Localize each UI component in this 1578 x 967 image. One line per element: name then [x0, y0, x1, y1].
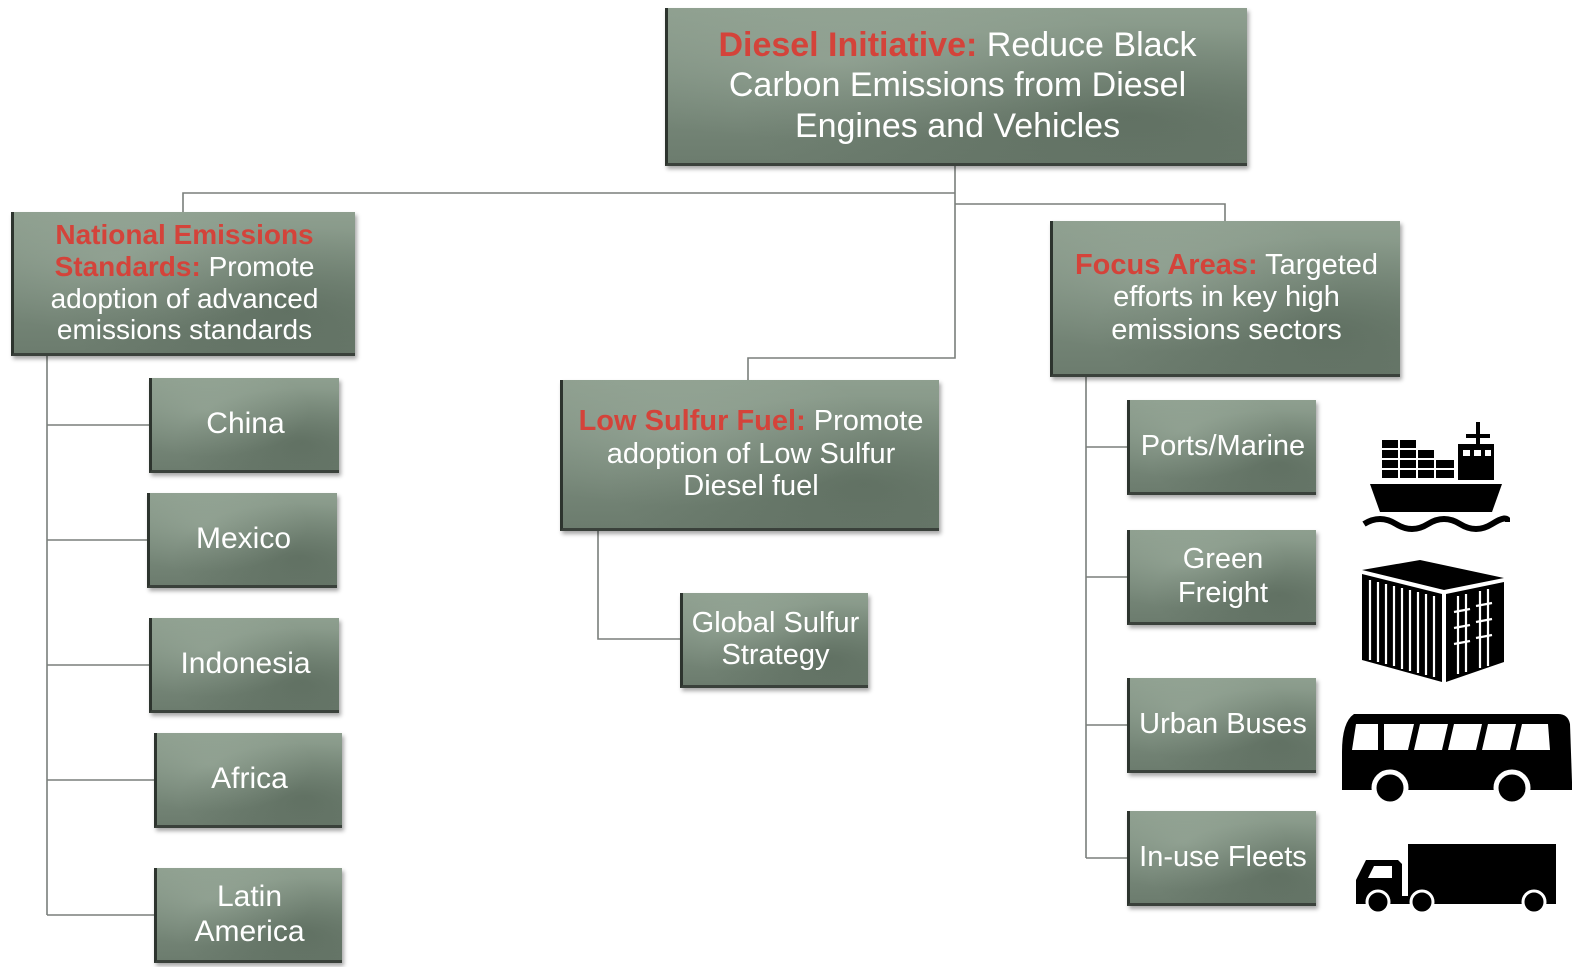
cargo-ship-icon — [1362, 422, 1510, 532]
root-node-highlight: Diesel Initiative: — [718, 26, 978, 65]
truck-icon — [1356, 844, 1556, 915]
low-sulfur-fuel-description: Promote adoption of Low Sulfur Diesel fu… — [606, 405, 924, 503]
node-green-freight-label: Green Freight — [1177, 542, 1269, 609]
focus-areas-description: Targeted efforts in key high emissions s… — [1111, 248, 1379, 346]
node-ports-marine: Ports/Marine — [1127, 400, 1316, 495]
node-urban-buses-label: Urban Buses — [1139, 707, 1307, 740]
node-urban-buses: Urban Buses — [1127, 678, 1316, 773]
connector-root-national — [182, 192, 955, 214]
bus-icon — [1342, 714, 1572, 807]
national-standards-text: National Emissions Standards: Promote ad… — [18, 219, 351, 347]
node-china-label: China — [206, 407, 285, 441]
root-node: Diesel Initiative: Reduce Black Carbon E… — [665, 8, 1247, 166]
node-green-freight: Green Freight — [1127, 530, 1316, 625]
node-ports-marine-label: Ports/Marine — [1140, 429, 1306, 462]
focus-areas-highlight: Focus Areas: — [1074, 248, 1258, 281]
root-node-text: Diesel Initiative: Reduce Black Carbon E… — [672, 25, 1243, 145]
node-in-use-fleets: In-use Fleets — [1127, 811, 1316, 906]
node-latin-america: Latin America — [154, 868, 342, 963]
node-global-sulfur-strategy-label: Global Sulfur Strategy — [691, 606, 860, 671]
low-sulfur-fuel-text: Low Sulfur Fuel: Promote adoption of Low… — [567, 405, 935, 502]
national-standards-highlight: National Emissions Standards: — [54, 218, 314, 282]
focus-areas-text: Focus Areas: Targeted efforts in key hig… — [1057, 249, 1396, 346]
node-africa: Africa — [154, 733, 342, 828]
node-global-sulfur-strategy: Global Sulfur Strategy — [680, 593, 868, 688]
low-sulfur-fuel-node: Low Sulfur Fuel: Promote adoption of Low… — [560, 380, 939, 531]
node-latin-america-label: Latin America — [194, 879, 305, 948]
node-indonesia: Indonesia — [149, 618, 339, 713]
node-china: China — [149, 378, 339, 473]
root-node-description: Reduce Black Carbon Emissions from Diese… — [728, 26, 1197, 145]
node-mexico-label: Mexico — [195, 522, 292, 556]
connector-root-trunk — [747, 166, 956, 380]
national-standards-description: Promote adoption of advanced emissions s… — [50, 250, 319, 346]
focus-areas-node: Focus Areas: Targeted efforts in key hig… — [1050, 221, 1400, 377]
national-standards-node: National Emissions Standards: Promote ad… — [11, 212, 355, 356]
node-in-use-fleets-label: In-use Fleets — [1139, 840, 1307, 873]
connector-root-focus — [955, 203, 1226, 222]
shipping-container-icon — [1362, 560, 1504, 682]
node-indonesia-label: Indonesia — [180, 647, 311, 681]
low-sulfur-fuel-highlight: Low Sulfur Fuel: — [578, 405, 806, 438]
connector-sulfur-global — [597, 531, 681, 640]
node-mexico: Mexico — [147, 493, 337, 588]
node-africa-label: Africa — [211, 762, 288, 796]
